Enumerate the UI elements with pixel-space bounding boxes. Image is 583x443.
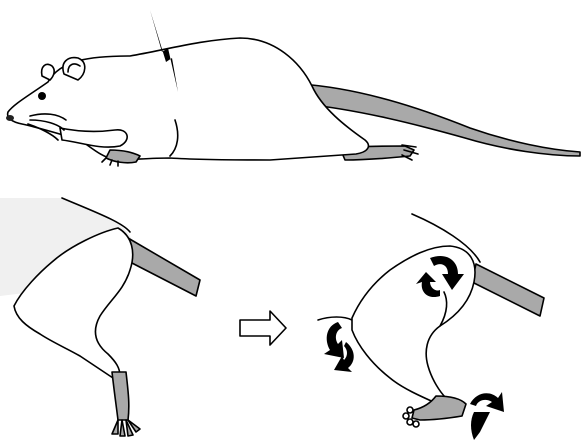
- rat-front-leg: [60, 128, 127, 147]
- leg-before-tail: [128, 238, 200, 296]
- leg-before-shin: [112, 372, 129, 420]
- leg-after-panel: [318, 214, 544, 440]
- rotation-arrow-icon: [470, 392, 504, 440]
- leg-after-shin: [412, 396, 466, 420]
- rat-eye: [38, 92, 46, 100]
- rat-body: [8, 38, 369, 160]
- rotation-arrow-icon: [324, 322, 354, 372]
- whole-rat-panel: [6, 10, 580, 166]
- rat-nose: [6, 115, 14, 121]
- leg-after-tail: [472, 264, 544, 316]
- transition-arrow-icon: [240, 311, 286, 345]
- leg-before-paw: [112, 420, 140, 436]
- leg-before-panel: [0, 198, 200, 436]
- rat-ear-back: [42, 64, 55, 80]
- leg-after-belly-line: [318, 317, 352, 320]
